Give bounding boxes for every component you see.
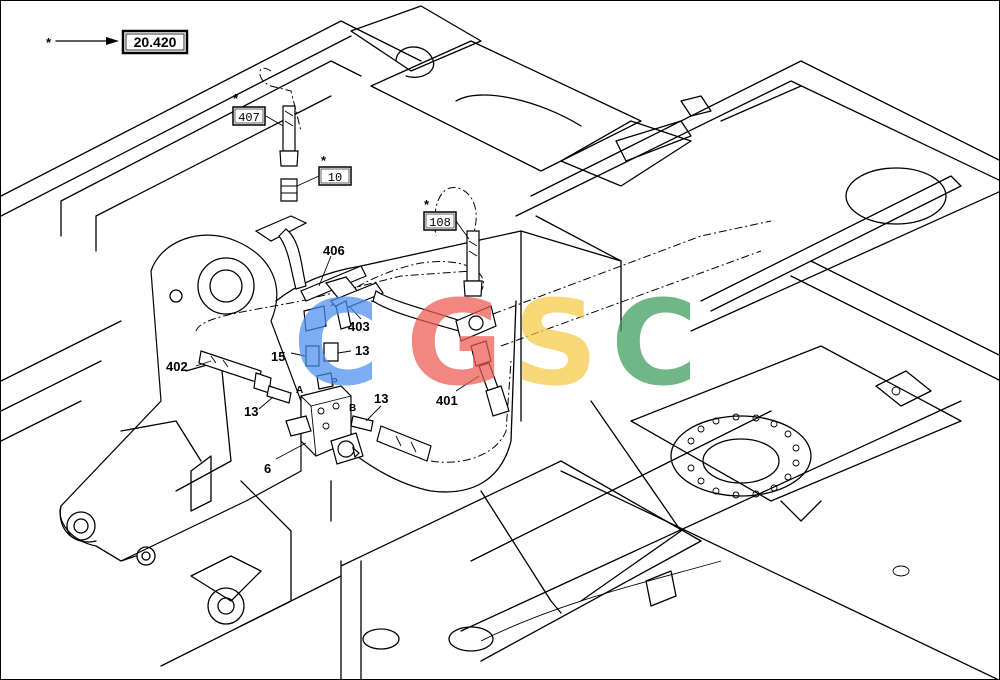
watermark-letter-3: S <box>513 274 598 412</box>
label-403[interactable]: 403 <box>348 319 370 334</box>
port-p-label: P <box>331 377 338 388</box>
watermark-letter-2: G <box>406 274 503 412</box>
leader-lines <box>55 37 480 460</box>
label-13-right[interactable]: 13 <box>374 391 388 406</box>
svg-text:*: * <box>321 153 327 168</box>
svg-text:*: * <box>424 197 430 212</box>
label-6[interactable]: 6 <box>264 461 271 476</box>
watermark-letter-4: C <box>611 274 698 412</box>
boom-mount-bracket <box>59 234 302 627</box>
label-402[interactable]: 402 <box>166 359 188 374</box>
reference-star: * <box>46 35 52 50</box>
callout-10-text: 10 <box>328 171 342 185</box>
callout-407[interactable]: * 407 <box>232 91 266 126</box>
chassis-frame <box>1 5 999 679</box>
callout-407-text: 407 <box>238 111 260 125</box>
callout-10[interactable]: * 10 <box>318 153 352 186</box>
part-labels: 406 403 15 13 402 13 13 6 401 A B P <box>166 243 458 476</box>
label-406[interactable]: 406 <box>323 243 345 258</box>
watermark-logo: C G S C <box>293 274 698 412</box>
port-a-label: A <box>296 385 303 396</box>
svg-text:*: * <box>233 91 239 106</box>
callout-108[interactable]: * 108 <box>423 197 457 231</box>
reference-box[interactable]: * 20.420 <box>46 29 189 55</box>
reference-arrow-icon <box>106 37 119 45</box>
port-b-label: B <box>349 403 356 414</box>
label-15[interactable]: 15 <box>271 349 285 364</box>
hydraulic-components <box>198 105 510 465</box>
reference-code: 20.420 <box>134 34 177 50</box>
watermark-letter-1: C <box>293 274 380 412</box>
label-13-left[interactable]: 13 <box>244 404 258 419</box>
label-13-upper[interactable]: 13 <box>355 343 369 358</box>
label-401[interactable]: 401 <box>436 393 458 408</box>
callout-108-text: 108 <box>429 216 451 230</box>
